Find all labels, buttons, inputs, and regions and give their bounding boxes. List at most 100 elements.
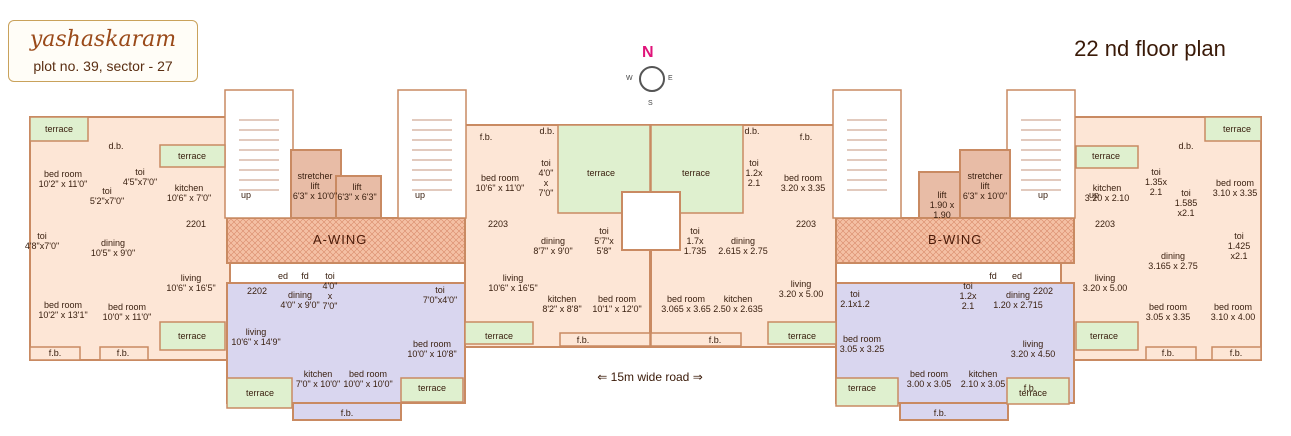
terrace-9 xyxy=(835,377,899,407)
room-label: toi 5'2"x7'0" xyxy=(89,186,125,206)
compass-south: S xyxy=(648,100,653,107)
room-label: 2203 xyxy=(1094,219,1116,229)
room-label: terrace xyxy=(1091,151,1120,161)
b-wing-label: B-WING xyxy=(928,232,983,247)
room-label: kitchen 10'6" x 7'0" xyxy=(166,183,212,203)
room-label: lift 6'3" x 6'3" xyxy=(337,182,377,202)
room-label: terrace xyxy=(847,383,876,393)
room-label: up xyxy=(240,190,251,200)
terrace-13 xyxy=(1204,116,1262,142)
room-label: f.b. xyxy=(799,132,813,142)
room-label: bed room 10'0" x 11'0" xyxy=(102,302,152,322)
room-label: f.b. xyxy=(340,408,354,418)
a-wing-fb-strip xyxy=(292,402,402,421)
room-label: 2202 xyxy=(246,286,268,296)
stair-core-3 xyxy=(1006,89,1076,219)
room-label: terrace xyxy=(177,331,206,341)
room-label: dining 8'7" x 9'0" xyxy=(533,236,573,256)
room-label: toi 7'0"x4'0" xyxy=(422,285,458,305)
terrace-2 xyxy=(159,321,226,351)
fb-strip-0 xyxy=(29,346,81,361)
room-label: bed room 10'2" x 11'0" xyxy=(38,169,88,189)
room-label: toi 1.35x 2.1 xyxy=(1144,167,1168,197)
room-label: terrace xyxy=(787,331,816,341)
fb-strip-5 xyxy=(1211,346,1262,361)
room-label: f.b. xyxy=(48,348,62,358)
room-label: terrace xyxy=(1018,388,1047,398)
compass-north: N xyxy=(642,44,654,61)
room-label: 2201 xyxy=(185,219,207,229)
room-label: f.b. xyxy=(116,348,130,358)
room-label: kitchen 2.10 x 3.05 xyxy=(960,369,1006,389)
room-label: dining 2.615 x 2.75 xyxy=(718,236,768,256)
room-label: living 10'6" x 14'9" xyxy=(231,327,281,347)
compass-icon: N W E S xyxy=(622,44,678,112)
room-label: bed room 10'1" x 12'0" xyxy=(592,294,642,314)
road-text: 15m wide road xyxy=(610,370,690,384)
room-label: kitchen 3.20 x 2.10 xyxy=(1084,183,1130,203)
b-stretcher-lift xyxy=(959,149,1011,219)
room-label: 2202 xyxy=(1032,286,1054,296)
room-label: terrace xyxy=(484,331,513,341)
room-label: living 3.20 x 5.00 xyxy=(778,279,824,299)
fb-strip-2 xyxy=(559,332,651,347)
terrace-0 xyxy=(29,116,89,142)
terrace-4 xyxy=(400,377,464,403)
road-label: ⇐ 15m wide road ⇒ xyxy=(597,370,703,384)
room-label: living 10'6" x 16'5" xyxy=(488,273,538,293)
room-label: f.b. xyxy=(1023,383,1037,393)
room-label: kitchen 8'2" x 8'8" xyxy=(542,294,582,314)
central-shaft xyxy=(621,191,681,251)
room-label: bed room 3.00 x 3.05 xyxy=(906,369,952,389)
terrace-12 xyxy=(1075,321,1139,351)
room-label: f.b. xyxy=(1229,348,1243,358)
room-label: toi 2.1x1.2 xyxy=(840,289,870,309)
room-label: toi 4'5"x7'0" xyxy=(122,167,158,187)
room-label: dining 10'5" x 9'0" xyxy=(90,238,136,258)
room-label: terrace xyxy=(586,168,615,178)
a-wing-label: A-WING xyxy=(313,232,368,247)
room-label: f.b. xyxy=(933,408,947,418)
room-label: up xyxy=(1037,190,1048,200)
room-label: kitchen 7'0" x 10'0" xyxy=(295,369,341,389)
room-label: toi 4'0" x 7'0" xyxy=(322,271,338,311)
room-label: terrace xyxy=(681,168,710,178)
room-label: f.b. xyxy=(479,132,493,142)
room-label: lift 1.90 x 1.90 xyxy=(929,190,955,220)
room-label: living 3.20 x 4.50 xyxy=(1010,339,1056,359)
a-lift xyxy=(335,175,382,219)
stair-core-1 xyxy=(397,89,467,219)
room-label: d.b. xyxy=(539,126,555,136)
room-label: dining 1.20 x 2.715 xyxy=(993,290,1043,310)
room-label: terrace xyxy=(177,151,206,161)
fb-strip-3 xyxy=(650,332,742,347)
room-label: living 3.20 x 5.00 xyxy=(1082,273,1128,293)
b-lift xyxy=(918,171,965,219)
room-label: d.b. xyxy=(108,141,124,151)
room-label: terrace xyxy=(245,388,274,398)
room-label: bed room 3.065 x 3.65 xyxy=(661,294,711,314)
room-label: bed room 10'0" x 10'8" xyxy=(407,339,457,359)
a-stretcher-lift xyxy=(290,149,342,219)
compass-west: W xyxy=(626,75,633,82)
b-wing-fb-strip xyxy=(899,402,1009,421)
plot-address: plot no. 39, sector - 27 xyxy=(33,58,173,74)
stair-core-2 xyxy=(832,89,902,219)
fb-strip-1 xyxy=(99,346,149,361)
room-label: bed room 10'0" x 10'0" xyxy=(343,369,393,389)
room-label: bed room 10'6" x 11'0" xyxy=(475,173,525,193)
room-label: bed room 3.05 x 3.25 xyxy=(839,334,885,354)
room-label: d.b. xyxy=(1178,141,1194,151)
terrace-10 xyxy=(1006,377,1070,405)
terrace-1 xyxy=(159,144,226,168)
room-label: toi 4'8"x7'0" xyxy=(24,231,60,251)
stair-core-0 xyxy=(224,89,294,219)
room-label: 2203 xyxy=(487,219,509,229)
floor-plan-title: 22 nd floor plan xyxy=(1074,36,1226,61)
room-label: ed xyxy=(1011,271,1022,281)
project-brand-plate: yashaskaram plot no. 39, sector - 27 xyxy=(8,20,198,82)
room-label: toi 1.2x 2.1 xyxy=(959,281,977,311)
room-label: stretcher lift 6'3" x 10'0" xyxy=(292,171,338,201)
room-label: toi 4'0" x 7'0" xyxy=(538,158,554,198)
